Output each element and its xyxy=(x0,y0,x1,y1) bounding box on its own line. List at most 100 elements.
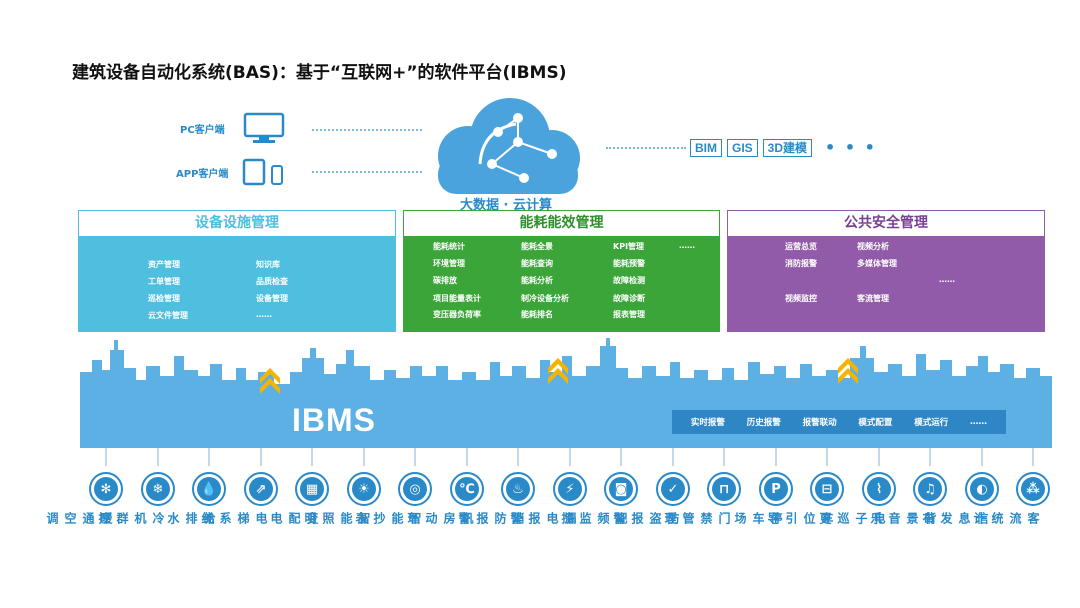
device-connector xyxy=(569,448,571,466)
module-item[interactable]: 碳排放 xyxy=(433,276,457,285)
module-item[interactable]: 制冷设备分析 xyxy=(521,294,569,303)
device-label: 漏电报警 xyxy=(509,512,577,523)
module-item[interactable]: 故障诊断 xyxy=(613,294,645,303)
meter-icon[interactable]: ◎ xyxy=(398,472,432,506)
module-item[interactable]: 云文件管理 xyxy=(148,311,188,320)
module-item[interactable]: 能耗分析 xyxy=(521,276,553,285)
module-item[interactable]: 消防报警 xyxy=(785,259,817,268)
module-item[interactable]: 项目能量表计 xyxy=(433,294,481,303)
module-item: …… xyxy=(679,241,695,250)
patrol-icon[interactable]: ⌇ xyxy=(862,472,896,506)
device-connector xyxy=(157,448,159,466)
module-item[interactable]: 能耗统计 xyxy=(433,242,465,251)
alarm-realtime[interactable]: 实时报警 xyxy=(690,418,725,428)
tags-more: • • • xyxy=(825,138,877,157)
parking-icon[interactable]: P xyxy=(759,472,793,506)
module-item[interactable]: 巡检管理 xyxy=(148,294,180,303)
light-bulb-icon[interactable]: ☀ xyxy=(347,472,381,506)
device-label: 冷机群控 xyxy=(97,512,165,523)
module-item[interactable]: 变压器负荷率 xyxy=(433,310,481,319)
module-item[interactable]: 设备管理 xyxy=(256,294,288,303)
device-connector xyxy=(672,448,674,466)
module-security-management[interactable]: 公共安全管理 运营总览 视频分析 消防报警 多媒体管理 …… 视频监控 客流管理 xyxy=(727,210,1045,332)
device-glyph: ⇗ xyxy=(249,477,273,501)
module-item[interactable]: 多媒体管理 xyxy=(857,259,897,268)
music-icon[interactable]: ♫ xyxy=(913,472,947,506)
device-glyph: ⚡ xyxy=(558,477,582,501)
pc-client[interactable]: PC客户端 xyxy=(180,112,285,144)
device-glyph: ♨ xyxy=(506,477,530,501)
camera-icon[interactable]: ◙ xyxy=(604,472,638,506)
device-glyph: ⌇ xyxy=(867,477,891,501)
power-distribution-icon[interactable]: ▦ xyxy=(295,472,329,506)
mode-run[interactable]: 模式运行 xyxy=(914,418,949,428)
device-connector xyxy=(414,448,416,466)
shield-icon[interactable]: ✓ xyxy=(656,472,690,506)
chiller-icon[interactable]: ❄ xyxy=(141,472,175,506)
module-item[interactable]: 运营总览 xyxy=(785,242,817,251)
module-item[interactable]: 客流管理 xyxy=(857,294,889,303)
module-item[interactable]: 视频监控 xyxy=(785,294,817,303)
device-connector xyxy=(1032,448,1034,466)
device-connector xyxy=(826,448,828,466)
mode-config[interactable]: 模式配置 xyxy=(858,418,893,428)
module-facility-management[interactable]: 设备设施管理 资产管理 知识库 工单管理 品质检查 巡检管理 设备管理 云文件管… xyxy=(78,210,396,332)
device-connector xyxy=(775,448,777,466)
door-icon[interactable]: ⊓ xyxy=(707,472,741,506)
alarm-more: …… xyxy=(970,417,988,427)
module-item[interactable]: 品质检查 xyxy=(256,277,288,286)
module-item[interactable]: 能耗查询 xyxy=(521,259,553,268)
device-glyph: ℃ xyxy=(455,477,479,501)
module-title: 设备设施管理 xyxy=(78,210,396,237)
device-label: 变配电 xyxy=(269,512,319,523)
car-icon[interactable]: ⊟ xyxy=(810,472,844,506)
device-glyph: ✻ xyxy=(94,477,118,501)
device-label: 机房动环 xyxy=(406,512,474,523)
device-label: 门禁管理 xyxy=(663,512,731,523)
module-item[interactable]: 能耗预警 xyxy=(613,259,645,268)
device-connector xyxy=(929,448,931,466)
upload-arrow-icon xyxy=(838,358,858,384)
tag-3d[interactable]: 3D建模 xyxy=(762,138,813,157)
fire-icon[interactable]: ♨ xyxy=(501,472,535,506)
device-connector xyxy=(878,448,880,466)
app-connector xyxy=(312,171,422,173)
water-drop-icon[interactable]: 💧 xyxy=(192,472,226,506)
app-client[interactable]: APP客户端 xyxy=(176,158,286,186)
tag-bim[interactable]: BIM xyxy=(690,138,722,157)
tag-gis[interactable]: GIS xyxy=(727,138,758,157)
device-connector xyxy=(517,448,519,466)
module-item[interactable]: 能耗全景 xyxy=(521,242,553,251)
module-item[interactable]: 环境管理 xyxy=(433,259,465,268)
device-connector xyxy=(311,448,313,466)
alarm-toolbar: 实时报警 历史报警 报警联动 模式配置 模式运行 …… xyxy=(672,410,1006,434)
module-item[interactable]: 能耗排名 xyxy=(521,310,553,319)
device-connector xyxy=(105,448,107,466)
escalator-icon[interactable]: ⇗ xyxy=(244,472,278,506)
temperature-icon[interactable]: ℃ xyxy=(450,472,484,506)
device-label: 视频监控 xyxy=(560,512,628,523)
device-label: 暖通空调 xyxy=(45,512,113,523)
module-item: …… xyxy=(256,310,272,319)
device-label: 防盗报警 xyxy=(612,512,680,523)
module-item[interactable]: 视频分析 xyxy=(857,242,889,251)
message-icon[interactable]: ◐ xyxy=(965,472,999,506)
module-item[interactable]: 资产管理 xyxy=(148,260,180,269)
module-energy-management[interactable]: 能耗能效管理 能耗统计 能耗全景 KPI管理 …… 环境管理 能耗查询 能耗预警… xyxy=(403,210,720,332)
module-title: 能耗能效管理 xyxy=(403,210,720,237)
device-glyph: ◐ xyxy=(970,477,994,501)
module-item[interactable]: 故障检测 xyxy=(613,276,645,285)
app-client-label: APP客户端 xyxy=(176,168,229,180)
fan-icon[interactable]: ✻ xyxy=(89,472,123,506)
lightning-icon[interactable]: ⚡ xyxy=(553,472,587,506)
alarm-history[interactable]: 历史报警 xyxy=(746,418,781,428)
alarm-linkage[interactable]: 报警联动 xyxy=(802,418,837,428)
cloud-label: 大数据 · 云计算 xyxy=(460,198,552,213)
module-item[interactable]: 报表管理 xyxy=(613,310,645,319)
people-flow-icon[interactable]: ⁂ xyxy=(1016,472,1050,506)
device-label: 背景音乐 xyxy=(869,512,937,523)
tablet-phone-icon xyxy=(243,158,284,186)
module-item[interactable]: 工单管理 xyxy=(148,277,180,286)
module-item[interactable]: KPI管理 xyxy=(613,242,645,251)
module-item[interactable]: 知识库 xyxy=(256,260,280,269)
